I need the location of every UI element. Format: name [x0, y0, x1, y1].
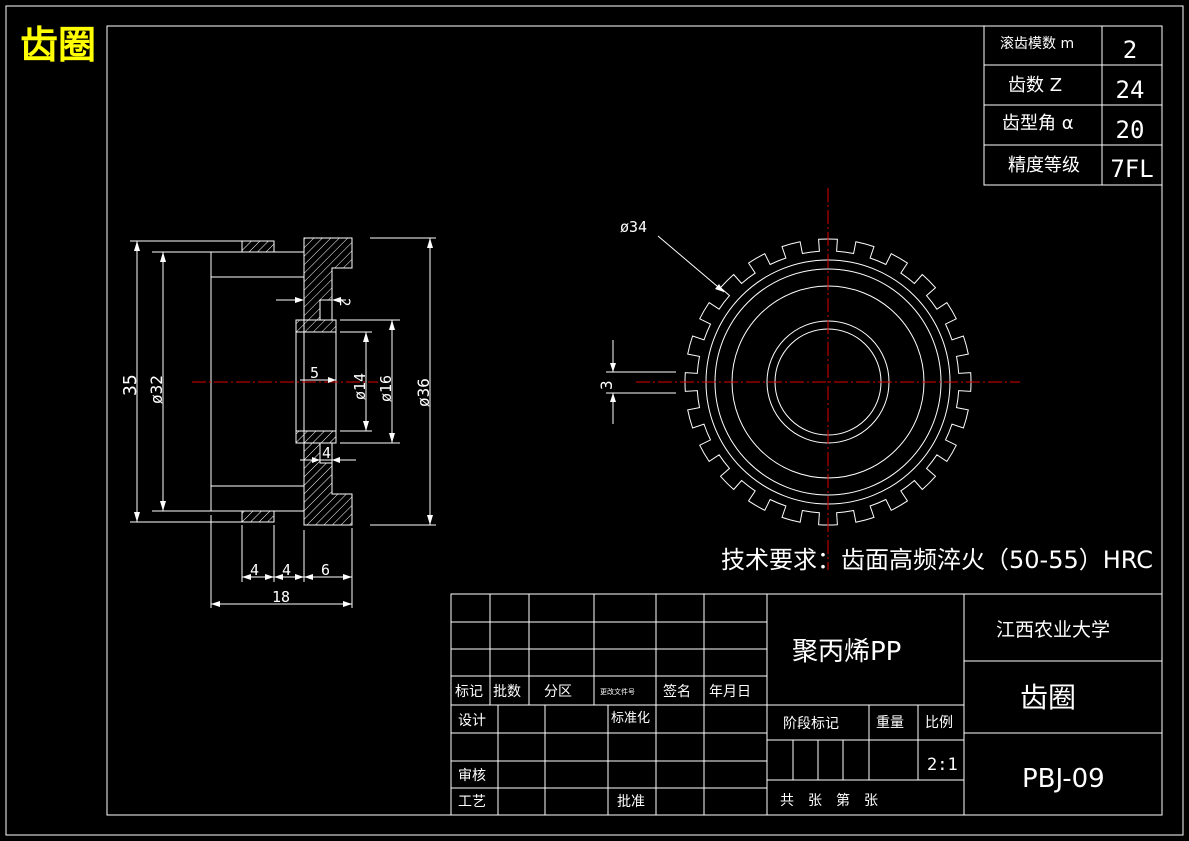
dim-3: 3	[597, 380, 616, 390]
tb-signature: 签名	[663, 683, 691, 700]
param-label: 齿型角 α	[1002, 113, 1074, 134]
title-block: 标记 批数 分区 更改文件号 签名 年月日 设计 标准化 审核 工艺 批准 聚丙…	[450, 593, 1163, 816]
dim-d14: ø14	[351, 373, 369, 400]
tb-approve: 批准	[617, 794, 645, 810]
param-value: 20	[1116, 116, 1145, 144]
gear-outline	[684, 238, 972, 526]
dim-4a: 4	[250, 561, 259, 579]
tb-part-name: 齿圈	[1020, 681, 1076, 714]
drawing-title: 齿圈	[20, 23, 96, 67]
dim-4b: 4	[282, 561, 291, 579]
param-value: 7FL	[1110, 155, 1153, 183]
tb-material: 聚丙烯PP	[792, 637, 901, 667]
tb-marks: 标记	[455, 684, 483, 700]
tb-stage-mark: 阶段标记	[783, 716, 839, 732]
front-view: ø34 3	[597, 188, 1020, 570]
param-value: 24	[1116, 76, 1145, 104]
tb-count: 批数	[493, 684, 521, 700]
tb-scale: 2:1	[927, 755, 958, 775]
param-label: 齿数 Z	[1008, 75, 1062, 96]
dim-18: 18	[272, 588, 290, 606]
tb-design: 设计	[458, 713, 486, 729]
inner-border	[106, 25, 1163, 816]
dim-d34: ø34	[620, 218, 647, 236]
param-label: 滚齿模数 m	[1000, 35, 1074, 52]
dim-d36: ø36	[414, 378, 433, 407]
dim-35: 35	[120, 374, 141, 396]
section-view: 35 ø32 ø14 ø16 ø36 2 5	[120, 237, 436, 608]
dim-2: 2	[336, 298, 352, 306]
dim-4-hub: 4	[322, 444, 331, 462]
dim-6: 6	[321, 561, 330, 579]
gear-teeth	[684, 238, 972, 526]
tb-change-doc: 更改文件号	[600, 687, 635, 696]
parameter-table: 滚齿模数 m 2 齿数 Z 24 齿型角 α 20 精度等级 7FL	[983, 25, 1163, 186]
outer-border	[5, 5, 1184, 836]
tb-review: 审核	[458, 768, 486, 784]
tb-zone: 分区	[544, 684, 572, 700]
tb-date: 年月日	[709, 684, 751, 700]
tb-process: 工艺	[458, 794, 486, 810]
tb-school: 江西农业大学	[996, 619, 1110, 641]
tech-requirement: 技术要求：齿面高频淬火（50-55）HRC	[721, 546, 1153, 574]
param-value: 2	[1123, 36, 1137, 64]
dim-d32: ø32	[147, 375, 166, 404]
param-label: 精度等级	[1008, 155, 1080, 176]
tb-sheets: 共 张 第 张	[780, 792, 878, 809]
tb-standardize: 标准化	[611, 711, 650, 726]
tb-drawing-no: PBJ-09	[1022, 764, 1105, 794]
tb-weight: 重量	[876, 715, 904, 731]
dim-5: 5	[310, 364, 319, 382]
tb-scale-label: 比例	[925, 715, 953, 731]
dim-d16: ø16	[377, 375, 395, 402]
